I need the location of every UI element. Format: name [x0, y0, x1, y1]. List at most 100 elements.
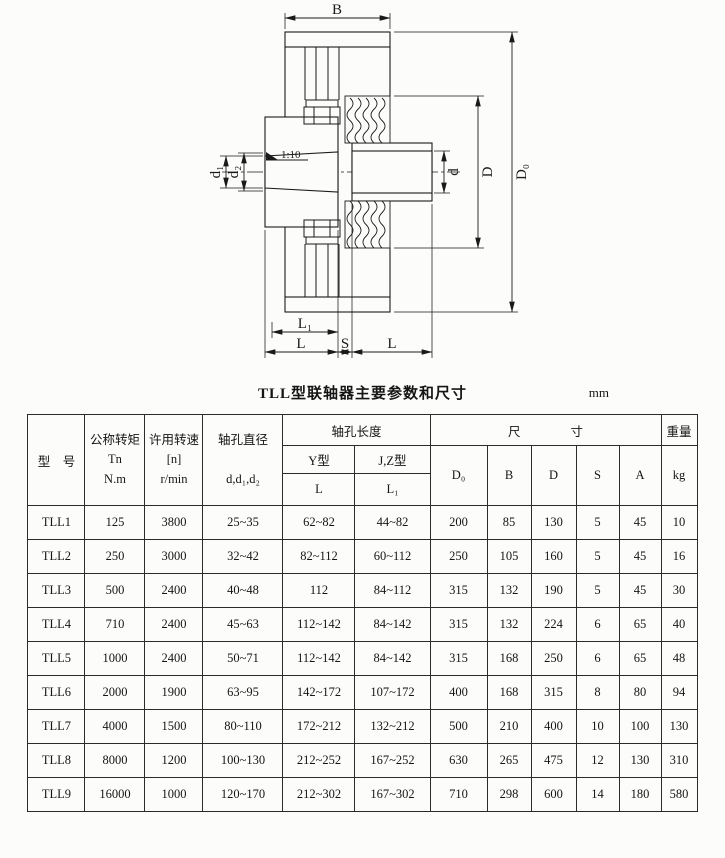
table-title-row: TLL型联轴器主要参数和尺寸 mm [28, 382, 697, 408]
table-cell: 167~302 [354, 777, 431, 812]
unit-label: mm [588, 385, 609, 400]
table-cell: 32~42 [202, 539, 284, 574]
dim-label-d-flange: D [480, 166, 496, 177]
spring-grid-bottom [344, 200, 391, 249]
table-cell: 2400 [144, 641, 204, 676]
table-cell: 80 [618, 675, 662, 710]
table-cell: 3800 [144, 505, 204, 540]
table-cell: 180 [618, 777, 662, 812]
table-cell: 45~63 [202, 607, 284, 642]
table-cell: TLL8 [27, 743, 86, 778]
table-cell: 210 [486, 709, 532, 744]
table-cell: 5 [575, 505, 620, 540]
table-cell: 40~48 [202, 573, 284, 608]
table-header: 型 号 公称转矩 Tn N.m 许用转速 [n] r/min 轴孔直径 d,d₁… [27, 414, 698, 506]
header-y-type: Y型 [282, 445, 356, 474]
header-col-b: B [486, 445, 532, 506]
table-cell: 172~212 [282, 709, 356, 744]
table-cell: TLL9 [27, 777, 86, 812]
table-cell: 48 [660, 641, 698, 676]
table-cell: TLL7 [27, 709, 86, 744]
table-cell: 212~252 [282, 743, 356, 778]
table-cell: 50~71 [202, 641, 284, 676]
table-cell: 40 [660, 607, 698, 642]
table-cell: 4000 [84, 709, 146, 744]
table-cell: 132 [486, 573, 532, 608]
header-col-l: L [282, 473, 356, 506]
table-cell: 112~142 [282, 641, 356, 676]
table-cell: 84~112 [354, 573, 431, 608]
table-cell: 45 [618, 573, 662, 608]
table-cell: 167~252 [354, 743, 431, 778]
table-cell: 2000 [84, 675, 146, 710]
table-cell: 10 [660, 505, 698, 540]
table-cell: 63~95 [202, 675, 284, 710]
table-cell: 600 [530, 777, 577, 812]
table-cell: TLL6 [27, 675, 86, 710]
table-cell: 16 [660, 539, 698, 574]
header-col-a: A [618, 445, 662, 506]
table-cell: 200 [429, 505, 488, 540]
table-cell: 160 [530, 539, 577, 574]
drawing-area: 1:10 B D₀ D d d₁ d₂ L₁ L S L [0, 0, 725, 380]
table-cell: 82~112 [282, 539, 356, 574]
table-cell: 190 [530, 573, 577, 608]
table-cell: TLL4 [27, 607, 86, 642]
header-nominal-torque: 公称转矩 Tn N.m [84, 414, 146, 506]
table-cell: 62~82 [282, 505, 356, 540]
table-cell: 298 [486, 777, 532, 812]
table-cell: 6 [575, 607, 620, 642]
table-cell: 1200 [144, 743, 204, 778]
header-weight: 重量 [660, 414, 698, 446]
table-cell: 500 [84, 573, 146, 608]
table-cell: 2400 [144, 573, 204, 608]
table-cell: 315 [429, 607, 488, 642]
table-cell: 45 [618, 505, 662, 540]
table-cell: 475 [530, 743, 577, 778]
table-cell: 212~302 [282, 777, 356, 812]
table-cell: 112 [282, 573, 356, 608]
header-bore-diameter: 轴孔直径 d,d₁,d₂ [202, 414, 284, 506]
left-hub [264, 116, 339, 228]
coupling-section-drawing: 1:10 B D₀ D d d₁ d₂ L₁ L S L [208, 2, 530, 358]
header-model: 型 号 [27, 414, 86, 506]
table-cell: 132~212 [354, 709, 431, 744]
table-cell: 400 [429, 675, 488, 710]
table-cell: 1000 [144, 777, 204, 812]
dimension-lines [223, 15, 515, 355]
table-cell: 120~170 [202, 777, 284, 812]
table-cell: 5 [575, 539, 620, 574]
table-cell: 112~142 [282, 607, 356, 642]
extension-lines [220, 13, 518, 358]
table-cell: 85 [486, 505, 532, 540]
table-cell: 130 [660, 709, 698, 744]
table-cell: TLL2 [27, 539, 86, 574]
table-cell: 500 [429, 709, 488, 744]
table-cell: 8000 [84, 743, 146, 778]
table-cell: 310 [660, 743, 698, 778]
table-cell: 224 [530, 607, 577, 642]
header-dimensions: 尺 寸 [429, 414, 662, 446]
table-cell: 8 [575, 675, 620, 710]
table-cell: 100 [618, 709, 662, 744]
table-cell: TLL3 [27, 573, 86, 608]
table-cell: 1000 [84, 641, 146, 676]
table-cell: 80~110 [202, 709, 284, 744]
table-cell: 315 [429, 573, 488, 608]
table-cell: 250 [530, 641, 577, 676]
taper-mark: 1:10 [266, 149, 308, 161]
table-cell: 315 [530, 675, 577, 710]
table-cell: 130 [530, 505, 577, 540]
table-cell: 265 [486, 743, 532, 778]
dim-label-d1: d₁ [208, 166, 224, 179]
table-cell: 45 [618, 539, 662, 574]
table-cell: 30 [660, 573, 698, 608]
table-cell: 250 [84, 539, 146, 574]
table-cell: 250 [429, 539, 488, 574]
